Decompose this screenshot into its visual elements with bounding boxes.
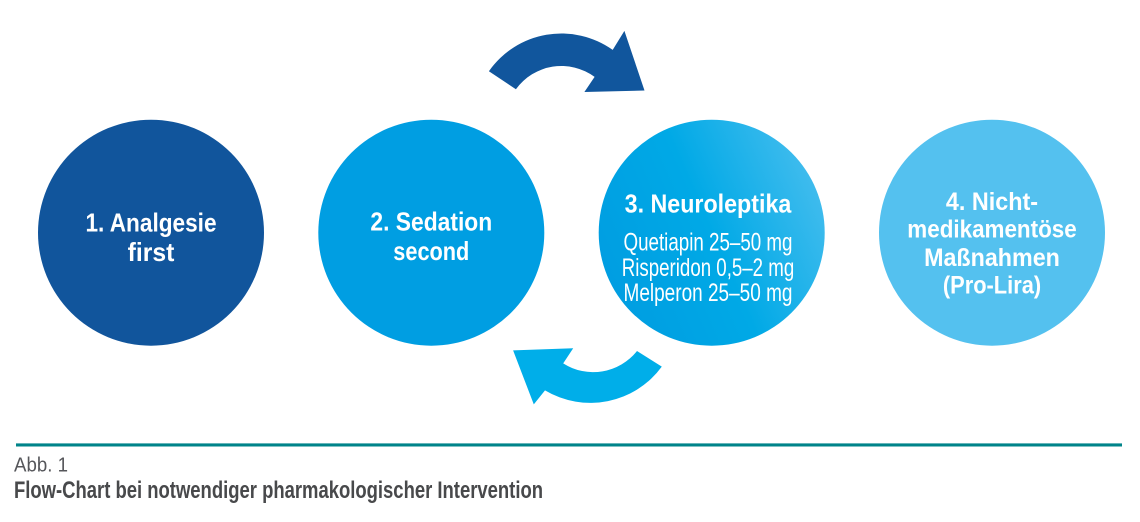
svg-text:(Pro-Lira): (Pro-Lira) (943, 271, 1041, 299)
svg-text:2. Sedation: 2. Sedation (370, 207, 492, 237)
svg-text:Risperidon 0,5–2 mg: Risperidon 0,5–2 mg (622, 254, 795, 282)
svg-text:4. Nicht-: 4. Nicht- (946, 188, 1038, 216)
svg-text:Melperon 25–50 mg: Melperon 25–50 mg (624, 279, 793, 307)
svg-text:Abb. 1: Abb. 1 (14, 454, 68, 476)
svg-text:1. Analgesie: 1. Analgesie (85, 207, 216, 237)
svg-text:first: first (128, 237, 175, 267)
svg-text:Flow-Chart bei notwendiger pha: Flow-Chart bei notwendiger pharmakologis… (14, 477, 543, 504)
svg-text:Quetiapin 25–50 mg: Quetiapin 25–50 mg (624, 229, 793, 257)
svg-text:Maßnahmen: Maßnahmen (924, 244, 1060, 272)
svg-text:medikamentöse: medikamentöse (907, 216, 1076, 244)
svg-text:second: second (393, 236, 469, 266)
svg-text:3. Neuroleptika: 3. Neuroleptika (625, 189, 792, 219)
